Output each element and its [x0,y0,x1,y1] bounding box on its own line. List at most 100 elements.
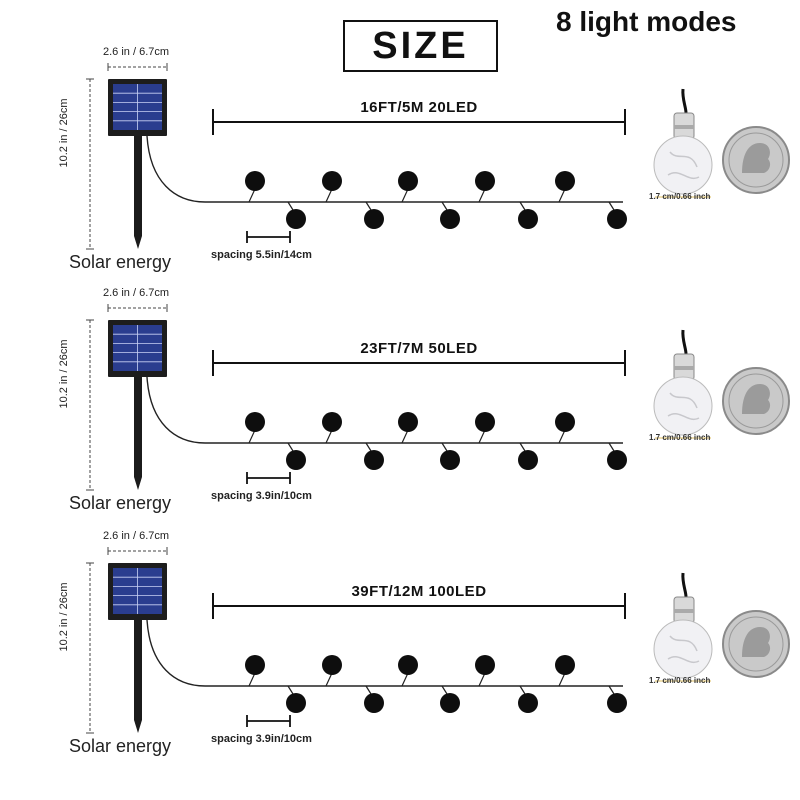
solar-panel-icon [108,563,167,620]
string-length-label: 16FT/5M 20LED [360,99,478,116]
bulb-icon [475,412,495,432]
bulb-size-label: 1.7 cm/0.66 inch [649,676,711,685]
bulb-icon [286,209,306,229]
bulb-lead [325,188,333,203]
bulb-lead [519,685,526,695]
solar-panel-icon [108,320,167,377]
bulb-lead [608,201,615,211]
bulb-icon [518,450,538,470]
ground-stake-icon [134,620,142,733]
string-wire [146,376,623,444]
ground-stake-icon [134,377,142,490]
variant-3: 2.6 in / 6.7cm 10.2 in / 26cm 39FT/12M 1… [0,521,800,766]
bulb-icon [398,171,418,191]
bulb-lead [401,188,409,203]
bulb-lead [558,672,566,687]
solar-energy-label: Solar energy [69,493,172,513]
variant-2: 2.6 in / 6.7cm 10.2 in / 26cm 23FT/7M 50… [0,278,800,523]
bulb-lead [441,685,448,695]
bulb-lead [608,685,615,695]
bulb-icon [364,450,384,470]
bulb-lead [365,685,372,695]
bulb-icon [440,209,460,229]
bulb-icon [518,693,538,713]
globe-bulb-icon [653,329,713,436]
bulb-icon [245,171,265,191]
bulb-icon [518,209,538,229]
spacing-label: spacing 3.9in/10cm [211,490,312,502]
bulb-icon [475,655,495,675]
bulb-lead [248,429,256,444]
light-modes-title: 8 light modes [556,6,737,37]
bulb-icon [322,655,342,675]
bulb-lead [519,201,526,211]
quarter-coin-icon [722,126,790,194]
bulb-lead [248,672,256,687]
panel-width-label: 2.6 in / 6.7cm [103,287,170,299]
solar-panel-icon [108,79,167,136]
quarter-coin-icon [722,610,790,678]
bulb-lead [441,442,448,452]
spacing-label: spacing 5.5in/14cm [211,249,312,261]
bulb-size-label: 1.7 cm/0.66 inch [649,192,711,201]
variant-3-illustration [86,547,790,734]
bulb-lead [365,442,372,452]
quarter-coin-icon [722,367,790,435]
bulb-lead [287,685,294,695]
string-wire [146,619,623,687]
bulb-lead [478,672,486,687]
bulb-lead [478,429,486,444]
string-wire [146,135,623,203]
bulb-lead [401,429,409,444]
bulb-lead [478,188,486,203]
bulb-icon [607,450,627,470]
bulb-icon [440,693,460,713]
bulb-lead [608,442,615,452]
bulb-icon [322,171,342,191]
bulb-lead [287,442,294,452]
bulb-icon [245,655,265,675]
bulb-icon [607,209,627,229]
globe-bulb-icon [653,572,713,679]
string-length-label: 39FT/12M 100LED [351,583,487,600]
bulb-lead [558,188,566,203]
bulb-lead [248,188,256,203]
bulb-lead [558,429,566,444]
size-title: SIZE [343,20,498,72]
bulb-size-label: 1.7 cm/0.66 inch [649,433,711,442]
panel-width-label: 2.6 in / 6.7cm [103,530,170,542]
bulb-icon [245,412,265,432]
bulb-lead [287,201,294,211]
bulb-lead [441,201,448,211]
bulb-lead [519,442,526,452]
bulb-icon [607,693,627,713]
bulb-icon [398,655,418,675]
bulb-icon [286,450,306,470]
panel-width-label: 2.6 in / 6.7cm [103,46,170,58]
bulb-lead [325,672,333,687]
panel-height-label: 10.2 in / 26cm [58,582,70,652]
globe-bulb-icon [653,88,713,195]
bulb-icon [555,655,575,675]
panel-height-label: 10.2 in / 26cm [58,339,70,409]
bulb-icon [555,412,575,432]
bulb-lead [401,672,409,687]
variant-2-illustration [86,304,790,491]
ground-stake-icon [134,136,142,249]
bulb-icon [322,412,342,432]
bulb-lead [325,429,333,444]
bulb-lead [365,201,372,211]
bulb-icon [398,412,418,432]
spacing-label: spacing 3.9in/10cm [211,733,312,745]
variant-1: 2.6 in / 6.7cm 10.2 in / 26cm 16FT/5M 20… [0,37,800,282]
variant-1-illustration [86,63,790,250]
bulb-icon [555,171,575,191]
solar-energy-label: Solar energy [69,252,172,272]
bulb-icon [286,693,306,713]
bulb-icon [440,450,460,470]
string-length-label: 23FT/7M 50LED [360,340,478,357]
solar-energy-label: Solar energy [69,736,172,756]
bulb-icon [364,693,384,713]
bulb-icon [475,171,495,191]
bulb-icon [364,209,384,229]
